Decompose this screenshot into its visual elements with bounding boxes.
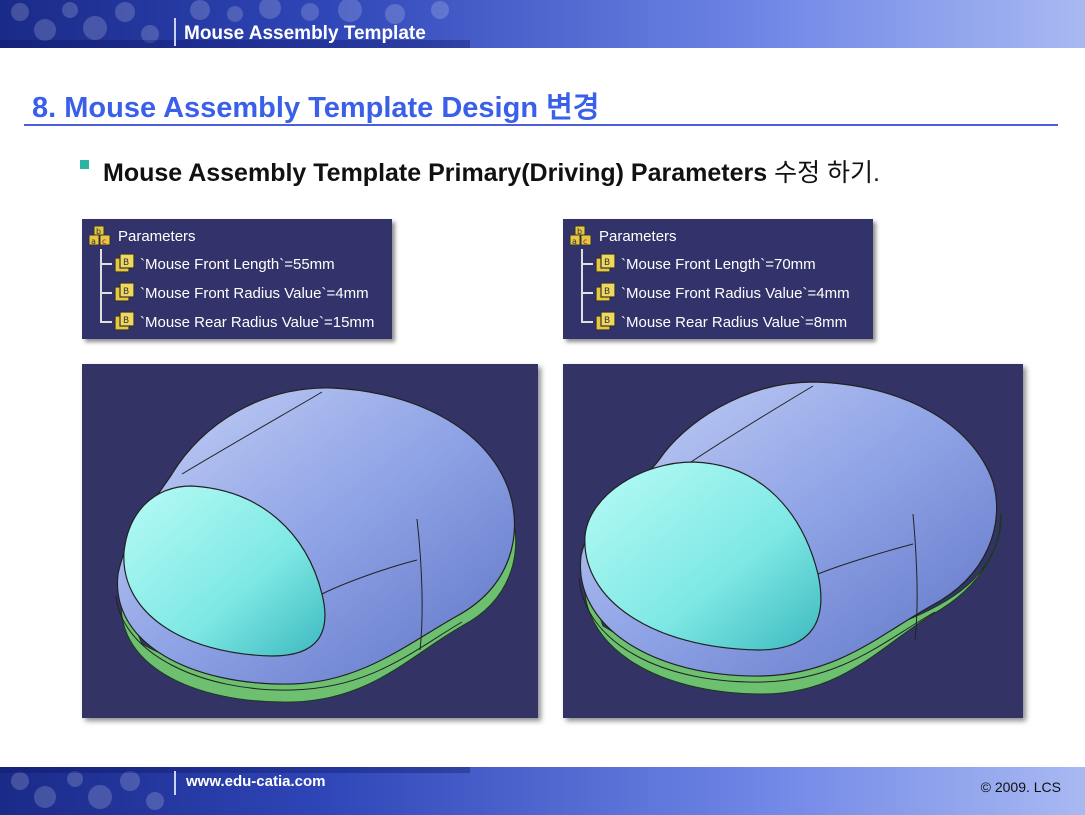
parameter-icon: B: [114, 282, 135, 302]
svg-text:b: b: [96, 227, 101, 236]
tree-root-label: Parameters: [599, 227, 677, 245]
bullet-square-icon: [80, 160, 89, 169]
viewport-model-left[interactable]: [82, 364, 538, 718]
decorative-dots: [0, 767, 470, 810]
svg-text:b: b: [577, 227, 582, 236]
section-title: 8. Mouse Assembly Template Design 변경: [32, 92, 600, 124]
svg-text:B: B: [123, 258, 129, 268]
parameter-icon: B: [595, 311, 616, 331]
viewport-model-right[interactable]: [563, 364, 1023, 718]
parameters-folder-icon: a c b: [88, 225, 111, 246]
svg-text:B: B: [604, 258, 610, 268]
parameter-icon: B: [595, 253, 616, 273]
tree-connector: [581, 249, 583, 321]
mouse-model-right: [578, 381, 1002, 695]
tree-item-rear-radius[interactable]: B `Mouse Rear Radius Value`=8mm: [581, 309, 847, 335]
header-banner: Mouse Assembly Template: [0, 0, 1085, 48]
bullet-text: Mouse Assembly Template Primary(Driving)…: [103, 153, 880, 189]
svg-text:a: a: [572, 237, 577, 246]
svg-text:c: c: [102, 237, 106, 246]
svg-text:c: c: [583, 237, 587, 246]
parameter-icon: B: [114, 311, 135, 331]
bullet-bold-text: Mouse Assembly Template Primary(Driving)…: [103, 159, 768, 187]
title-rule: [24, 124, 1058, 126]
svg-text:B: B: [123, 316, 129, 326]
tree-item-rear-radius[interactable]: B `Mouse Rear Radius Value`=15mm: [100, 309, 374, 335]
svg-text:B: B: [123, 287, 129, 297]
parameter-icon: B: [595, 282, 616, 302]
footer-url-link[interactable]: www.edu-catia.com: [186, 773, 326, 790]
tree-item-front-length[interactable]: B `Mouse Front Length`=70mm: [581, 251, 816, 277]
tree-item-front-length[interactable]: B `Mouse Front Length`=55mm: [100, 251, 335, 277]
tree-connector: [100, 249, 102, 321]
decorative-dots: [0, 0, 470, 48]
svg-text:B: B: [604, 287, 610, 297]
tree-item-front-radius[interactable]: B `Mouse Front Radius Value`=4mm: [581, 280, 850, 306]
mouse-model-left: [115, 387, 517, 703]
tree-root[interactable]: a c b Parameters: [88, 225, 196, 247]
footer-divider: [174, 771, 176, 795]
header-divider: [174, 18, 176, 46]
tree-item-front-radius[interactable]: B `Mouse Front Radius Value`=4mm: [100, 280, 369, 306]
tree-root-label: Parameters: [118, 227, 196, 245]
footer-copyright: © 2009. LCS: [980, 779, 1061, 795]
parameters-tree-left: a c b Parameters B `Mouse Front Length`=…: [82, 219, 392, 339]
header-title: Mouse Assembly Template: [184, 23, 426, 44]
footer-banner: www.edu-catia.com © 2009. LCS: [0, 767, 1085, 815]
svg-text:B: B: [604, 316, 610, 326]
parameters-tree-right: a c b Parameters B `Mouse Front Length`=…: [563, 219, 873, 339]
parameters-folder-icon: a c b: [569, 225, 592, 246]
tree-root[interactable]: a c b Parameters: [569, 225, 677, 247]
bullet-rest-text: 수정 하기.: [767, 159, 880, 187]
svg-text:a: a: [91, 237, 96, 246]
parameter-icon: B: [114, 253, 135, 273]
